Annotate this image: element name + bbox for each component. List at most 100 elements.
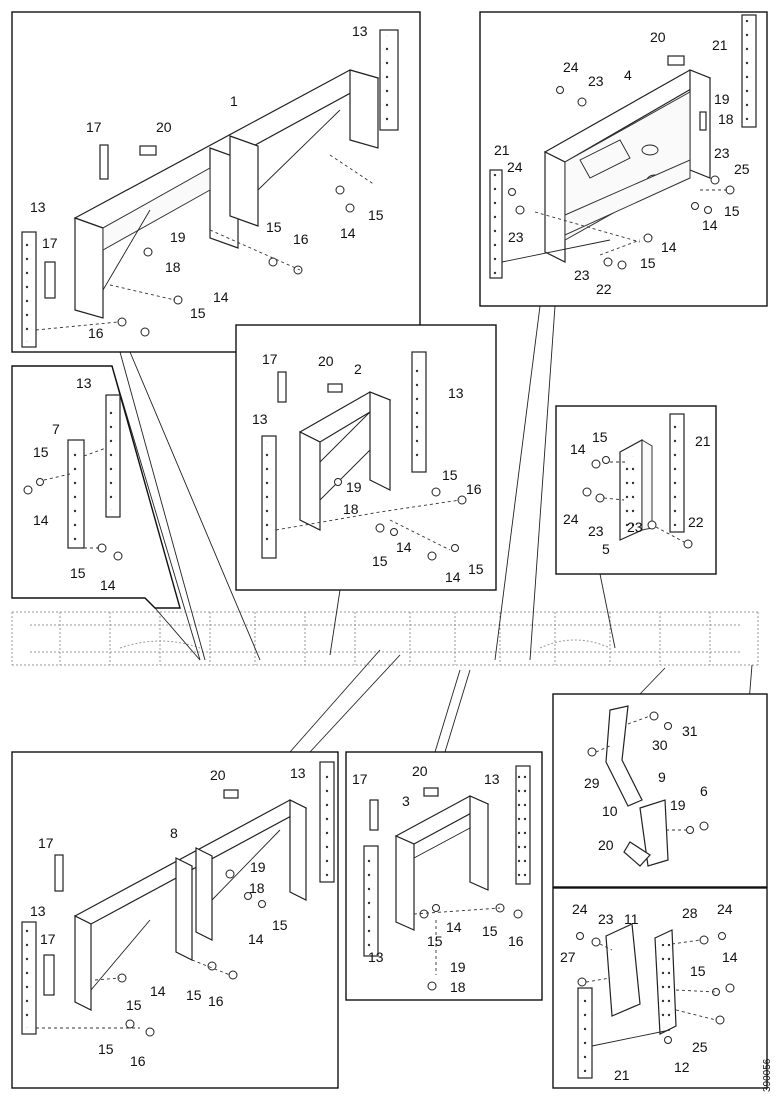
callout: 23 <box>598 911 614 927</box>
overview-frame <box>11 611 759 666</box>
callout: 2 <box>354 361 362 377</box>
callout: 24 <box>563 59 579 75</box>
callout: 7 <box>52 421 60 437</box>
callout: 15 <box>190 305 206 321</box>
callout: 20 <box>156 119 172 135</box>
callout: 15 <box>70 565 86 581</box>
callout: 21 <box>494 142 510 158</box>
callout: 14 <box>340 225 356 241</box>
callout: 23 <box>588 523 604 539</box>
callout: 4 <box>624 67 632 83</box>
callout: 21 <box>614 1067 630 1083</box>
callout: 23 <box>508 229 524 245</box>
callout: 15 <box>186 987 202 1003</box>
callout: 14 <box>213 289 229 305</box>
callout: 14 <box>445 569 461 585</box>
callout: 15 <box>690 963 706 979</box>
callout: 15 <box>468 561 484 577</box>
callout: 23 <box>588 73 604 89</box>
callout: 15 <box>592 429 608 445</box>
callout: 23 <box>574 267 590 283</box>
callout: 18 <box>718 111 734 127</box>
callout: 28 <box>682 905 698 921</box>
callout: 21 <box>695 433 711 449</box>
panel-2-callouts: 20 21 24 23 4 19 18 21 24 23 25 15 14 23… <box>494 29 750 297</box>
callout: 24 <box>507 159 523 175</box>
callout: 15 <box>442 467 458 483</box>
callout: 20 <box>318 353 334 369</box>
panel-6-callouts: 31 30 29 9 10 19 6 20 <box>584 723 708 853</box>
callout: 13 <box>484 771 500 787</box>
callout: 20 <box>598 837 614 853</box>
callout: 18 <box>165 259 181 275</box>
callout: 15 <box>640 255 656 271</box>
panel-4-callouts: 17 20 2 13 13 19 18 15 16 14 15 14 15 <box>252 351 484 585</box>
panel-7-callouts: 20 13 8 17 19 18 13 17 14 15 15 14 15 16… <box>30 765 306 1069</box>
callout: 17 <box>40 931 56 947</box>
callout: 15 <box>98 1041 114 1057</box>
callout: 15 <box>266 219 282 235</box>
callout: 19 <box>170 229 186 245</box>
callout: 18 <box>249 880 265 896</box>
panel-1: 13 1 17 20 13 17 19 18 15 16 14 15 14 15… <box>11 11 421 353</box>
callout: 15 <box>126 997 142 1013</box>
callout: 14 <box>150 983 166 999</box>
callout: 25 <box>734 161 750 177</box>
callout: 14 <box>396 539 412 555</box>
panel-8: 17 20 13 3 15 14 15 16 13 19 18 <box>345 751 543 1001</box>
callout: 13 <box>30 903 46 919</box>
callout: 16 <box>508 933 524 949</box>
callout: 18 <box>343 501 359 517</box>
callout: 17 <box>38 835 54 851</box>
panel-2: 20 21 24 23 4 19 18 21 24 23 25 15 14 23… <box>479 11 768 307</box>
callout: 23 <box>714 145 730 161</box>
callout: 17 <box>262 351 278 367</box>
callout: 14 <box>702 217 718 233</box>
callout: 13 <box>252 411 268 427</box>
callout: 11 <box>624 911 639 927</box>
panel-8-callouts: 17 20 13 3 15 14 15 16 13 19 18 <box>352 763 524 995</box>
panel-9: 24 23 11 28 24 27 14 15 25 21 12 <box>552 887 768 1089</box>
callout: 14 <box>446 919 462 935</box>
callout: 14 <box>100 577 116 593</box>
callout: 17 <box>86 119 102 135</box>
callout: 19 <box>346 479 362 495</box>
callout: 24 <box>717 901 733 917</box>
panel-7: 20 13 8 17 19 18 13 17 14 15 15 14 15 16… <box>11 751 339 1089</box>
callout: 15 <box>724 203 740 219</box>
callout: 13 <box>30 199 46 215</box>
callout: 20 <box>650 29 666 45</box>
callout: 12 <box>674 1059 690 1075</box>
callout: 15 <box>482 923 498 939</box>
callout: 13 <box>76 375 92 391</box>
callout: 19 <box>250 859 266 875</box>
callout: 13 <box>290 765 306 781</box>
callout: 15 <box>272 917 288 933</box>
callout: 9 <box>658 769 666 785</box>
callout: 1 <box>230 93 238 109</box>
panel-3-callouts: 13 7 15 14 15 14 <box>33 375 116 593</box>
callout: 14 <box>722 949 738 965</box>
callout: 24 <box>572 901 588 917</box>
callout: 17 <box>352 771 368 787</box>
callout: 13 <box>352 23 368 39</box>
callout: 22 <box>688 514 704 530</box>
panel-4: 17 20 2 13 13 19 18 15 16 14 15 14 15 <box>235 324 497 591</box>
callout: 15 <box>33 444 49 460</box>
callout: 16 <box>293 231 309 247</box>
callout: 27 <box>560 949 576 965</box>
callout: 24 <box>563 511 579 527</box>
callout: 22 <box>596 281 612 297</box>
callout: 30 <box>652 737 668 753</box>
callout: 17 <box>42 235 58 251</box>
callout: 19 <box>714 91 730 107</box>
callout: 19 <box>670 797 686 813</box>
callout: 14 <box>248 931 264 947</box>
callout: 25 <box>692 1039 708 1055</box>
callout: 16 <box>130 1053 146 1069</box>
callout: 16 <box>466 481 482 497</box>
callout: 20 <box>412 763 428 779</box>
panel-9-callouts: 24 23 11 28 24 27 14 15 25 21 12 <box>560 901 738 1083</box>
panel-3: 13 7 15 14 15 14 <box>11 365 181 609</box>
